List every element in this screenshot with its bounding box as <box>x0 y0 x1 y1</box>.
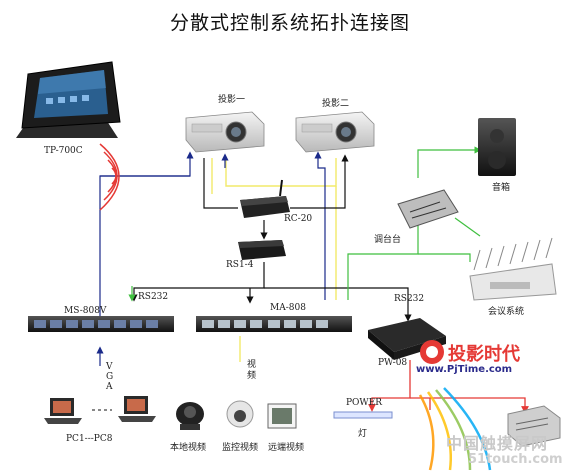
watermark-rays <box>418 387 492 471</box>
projector-1 <box>185 111 265 153</box>
touch-panel-tp700c <box>16 61 121 138</box>
label-rs232-left: RS232 <box>138 292 169 302</box>
label-ms808v: MS-808V <box>64 306 107 316</box>
line-green-conf <box>454 217 481 237</box>
remote-video-screen <box>267 403 297 429</box>
label-rc20: RC-20 <box>284 214 313 224</box>
rc20-device <box>240 179 290 218</box>
brand-logo-icon <box>420 340 444 364</box>
label-remote-video: 远端视频 <box>268 443 305 453</box>
label-projector-2: 投影二 <box>322 99 350 109</box>
line-rs-to-pw <box>264 287 412 322</box>
line-blue-right <box>314 151 326 300</box>
red-lines <box>368 360 529 414</box>
blue-lines <box>96 151 326 366</box>
watermark-site-url: 51touch.com <box>468 452 563 467</box>
label-mixer: 调台台 <box>374 235 402 245</box>
label-pw08: PW-08 <box>378 358 408 368</box>
mixer-device <box>397 189 459 229</box>
line-green-speaker <box>417 146 482 178</box>
label-conference: 会议系统 <box>488 307 525 317</box>
appliance-device <box>507 405 561 447</box>
conference-system <box>469 237 557 301</box>
watermark-brand-cn: 投影时代 <box>448 344 520 365</box>
label-lamp: 灯 <box>358 429 368 439</box>
green-lines <box>128 146 482 302</box>
label-video: 视频 <box>247 360 257 381</box>
line-red-lamp <box>368 360 411 412</box>
label-monitor-video: 监控视频 <box>222 443 259 453</box>
line-rs-to-ms <box>130 262 265 302</box>
pc-left <box>44 398 82 424</box>
ms808v-device <box>28 316 174 332</box>
pc-right <box>118 396 156 422</box>
monitor-camera <box>226 400 254 428</box>
label-rs232-right: RS232 <box>394 294 425 304</box>
black-lines <box>130 154 412 322</box>
label-vga: VGA <box>106 362 114 392</box>
line-black-left <box>203 158 238 209</box>
wireless-waves-icon <box>99 143 120 211</box>
speaker <box>478 118 516 176</box>
label-projector-1: 投影一 <box>218 95 246 105</box>
label-speaker: 音箱 <box>492 183 511 193</box>
label-ma808: MA-808 <box>270 303 306 313</box>
diagram-title: 分散式控制系统拓扑连接图 <box>169 12 410 34</box>
watermark-brand-url: www.PjTime.com <box>416 364 513 375</box>
ma808-device <box>196 316 352 332</box>
label-rs14: RS1-4 <box>226 260 254 270</box>
lamp-device <box>333 411 393 419</box>
label-tp700c: TP-700C <box>44 146 83 156</box>
projector-2 <box>295 111 375 153</box>
label-power: POWER <box>346 398 383 408</box>
local-camera <box>176 402 204 430</box>
line-green-mixer <box>347 224 419 300</box>
watermark-site-cn: 中国触摸屏网 <box>446 434 549 453</box>
line-black-right <box>290 154 349 209</box>
label-local-video: 本地视频 <box>170 443 207 453</box>
label-pcs: PC1---PC8 <box>66 434 113 444</box>
rs14-device <box>238 240 286 260</box>
